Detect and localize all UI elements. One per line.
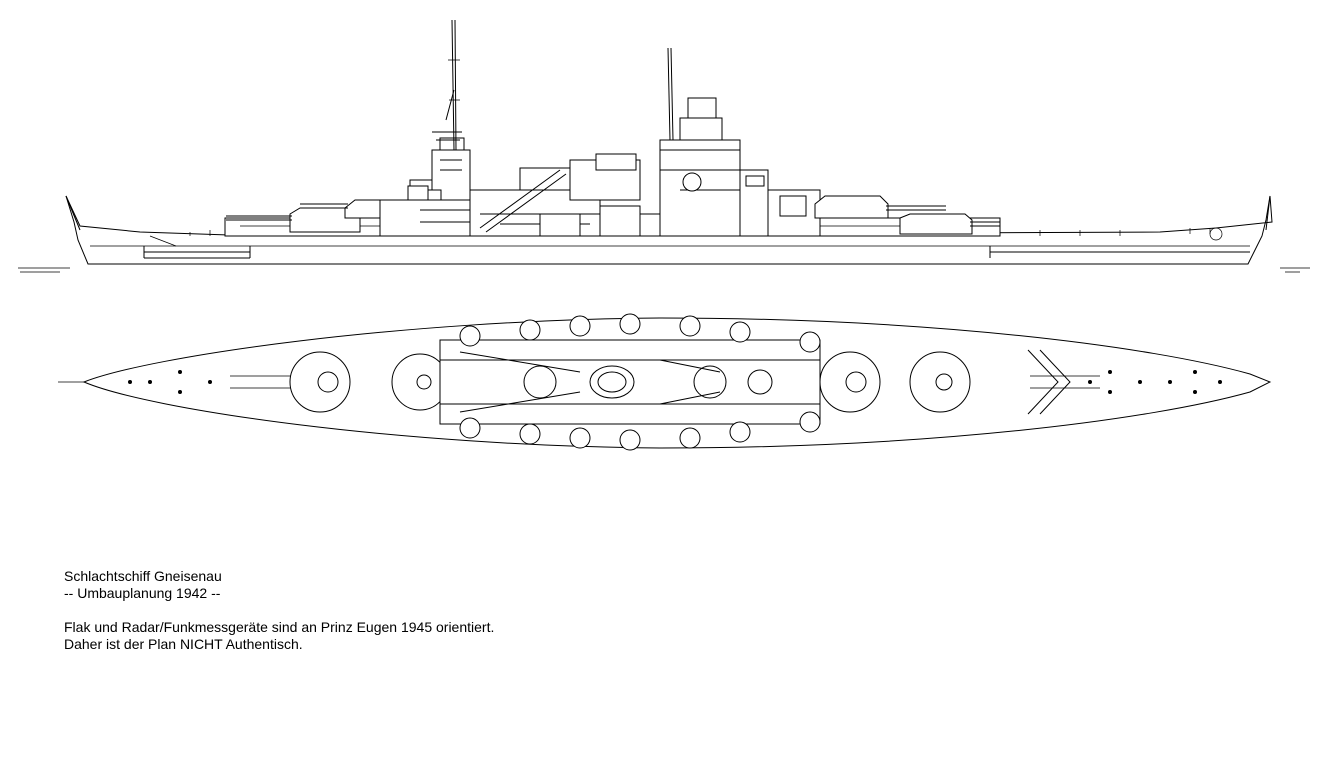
- turret-anton-plan: [289, 351, 351, 413]
- funnel-plan: [589, 365, 635, 399]
- turret-bruno-plan: [391, 353, 449, 411]
- midship-superstructure: [469, 153, 691, 237]
- flak-mounts: [459, 313, 821, 451]
- caption-spacer: [64, 602, 494, 619]
- ship-plan-svg: [18, 19, 1310, 451]
- forward-superstructure: [379, 137, 471, 237]
- ship-drawing: [18, 19, 1310, 451]
- plan-view: [58, 313, 1272, 451]
- turret-anton-side: [226, 207, 361, 233]
- turret-caesar-side: [814, 195, 1000, 235]
- aft-superstructure: [767, 189, 821, 237]
- forward-mast: [432, 19, 462, 151]
- caption-note-line1: Flak und Radar/Funkmessgeräte sind an Pr…: [64, 619, 495, 635]
- deck-fittings: [128, 370, 1222, 394]
- caption-block: Schlachtschiff Gneisenau -- Umbauplanung…: [64, 568, 494, 653]
- caption-note-line2: Daher ist der Plan NICHT Authentisch.: [64, 636, 303, 652]
- aft-tower: [659, 47, 769, 237]
- caption-title: Schlachtschiff Gneisenau: [64, 568, 222, 584]
- caption-subtitle: -- Umbauplanung 1942 --: [64, 585, 221, 601]
- side-profile: [18, 19, 1310, 273]
- hull-side: [65, 195, 1273, 265]
